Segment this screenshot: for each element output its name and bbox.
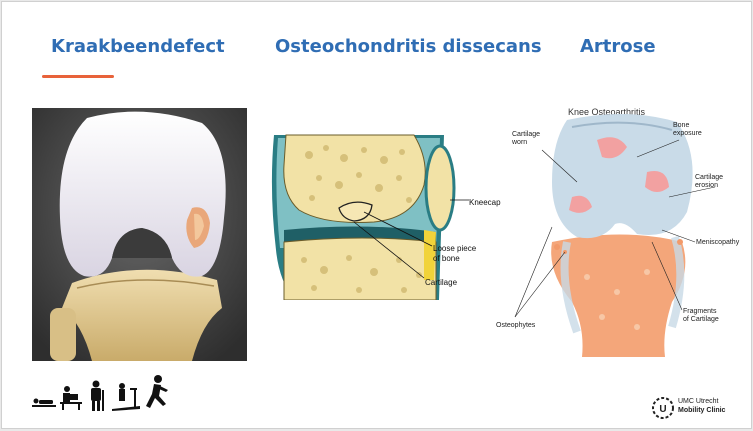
label-loose-piece-line2: of bone xyxy=(433,254,460,263)
label-cartilage-erosion-line1: Cartilage xyxy=(695,174,723,182)
label-cartilage-worn-line2: worn xyxy=(512,139,527,147)
label-cartilage-erosion-line2: erosion xyxy=(695,182,718,190)
umc-utrecht-logo: U UMC Utrecht Mobility Clinic xyxy=(652,396,742,422)
cartilage-defect-image xyxy=(32,108,247,361)
label-bone-exposure-line1: Bone xyxy=(673,122,689,130)
label-kneecap: Kneecap xyxy=(469,198,501,207)
active-tab-underline xyxy=(42,75,114,78)
tab-kraakbeendefect[interactable]: Kraakbeendefect xyxy=(51,36,225,57)
label-fragments-line2: of Cartilage xyxy=(683,316,719,324)
label-osteophytes: Osteophytes xyxy=(496,322,535,330)
activity-icons xyxy=(30,374,175,414)
svg-text:U: U xyxy=(659,404,666,415)
lying-figure-icon xyxy=(32,399,56,408)
treadmill-icon xyxy=(112,383,140,411)
label-meniscopathy: Meniscopathy xyxy=(696,239,739,247)
label-loose-piece-line1: Loose piece xyxy=(433,244,476,253)
desk-worker-icon xyxy=(60,386,82,410)
walker-figure-icon xyxy=(91,381,104,412)
ocd-diagram xyxy=(264,130,499,300)
umc-logo-icon: U xyxy=(652,397,674,419)
label-bone-exposure-line2: exposure xyxy=(673,130,702,138)
logo-line2: Mobility Clinic xyxy=(678,407,725,414)
label-cartilage: Cartilage xyxy=(425,278,457,287)
tab-artrose[interactable]: Artrose xyxy=(580,36,656,57)
label-cartilage-worn-line1: Cartilage xyxy=(512,131,540,139)
label-fragments-line1: Fragments xyxy=(683,308,716,316)
tab-osteochondritis-dissecans[interactable]: Osteochondritis dissecans xyxy=(275,36,542,57)
runner-icon xyxy=(146,375,168,408)
logo-line1: UMC Utrecht xyxy=(678,398,718,405)
